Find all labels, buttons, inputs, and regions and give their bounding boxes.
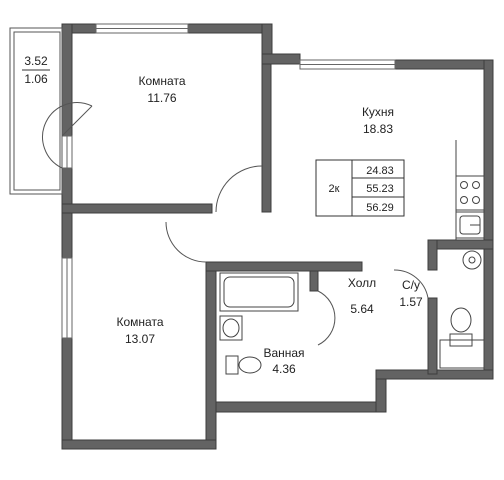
room1-name: Комната (139, 74, 186, 88)
area-summary: 2к 24.83 55.23 56.29 (315, 159, 405, 217)
wall-room1-kitchen (261, 63, 272, 213)
walls (61, 23, 494, 450)
rooms-count: 2к (329, 183, 340, 195)
wall-bathroom-right (309, 270, 319, 292)
room2-name: Комната (117, 315, 164, 329)
wall-between-rooms (61, 203, 213, 214)
living-area: 24.83 (366, 165, 394, 177)
door-arc-room1 (215, 165, 263, 213)
toilet-name: С/у (402, 278, 420, 292)
wall-room2-right (205, 261, 217, 449)
bathroom-name: Ванная (263, 346, 304, 360)
wall-toilet-left-upper (427, 239, 438, 271)
sink-icon (455, 211, 485, 239)
toilet-area: 1.57 (399, 295, 423, 309)
balcony-door (61, 105, 93, 137)
bathtub-icon (219, 272, 299, 312)
wall-left-lower (61, 337, 73, 449)
wall-right (483, 59, 494, 377)
hall-area: 5.64 (350, 302, 374, 316)
wall-left-upper (61, 23, 73, 137)
hall-name: Холл (348, 276, 376, 290)
washbasin-icon (219, 315, 243, 341)
bathroom-area: 4.36 (272, 362, 296, 376)
wall-toilet-left-lower (427, 297, 438, 375)
doors (165, 165, 429, 346)
kitchen-area: 18.83 (363, 122, 393, 136)
room2-area: 13.07 (125, 332, 155, 346)
balcony-outline (9, 27, 63, 195)
room-labels: Комната 11.76 Кухня 18.83 Комната 13.07 … (117, 74, 424, 376)
wall-bathroom-top (205, 261, 363, 272)
total-with-balcony: 56.29 (366, 202, 394, 214)
door-arc-toilet (393, 269, 429, 299)
wall-bottom-hall (215, 401, 387, 413)
wall-toilet-top (427, 239, 494, 250)
wall-kitchen-top-right (394, 59, 494, 70)
kitchen-name: Кухня (362, 105, 394, 119)
total-area: 55.23 (366, 183, 394, 195)
stove-icon (455, 175, 485, 211)
wall-bottom-room2 (61, 439, 217, 450)
toilet-icon (225, 355, 262, 375)
door-arc-bathroom (317, 290, 336, 346)
balcony-door-arc (42, 102, 93, 169)
windows (61, 23, 396, 339)
water-heater-icon (462, 250, 482, 270)
door-arc-room2 (165, 221, 207, 263)
summary-frame (315, 159, 405, 217)
balcony (9, 27, 93, 195)
balcony-inner (13, 31, 61, 191)
wall-kitchen-top-left (261, 53, 301, 65)
balcony-area: 1.06 (24, 72, 48, 86)
balcony-length: 3.52 (24, 54, 48, 68)
room1-area: 11.76 (147, 91, 176, 105)
washbasin-icon (439, 339, 485, 369)
